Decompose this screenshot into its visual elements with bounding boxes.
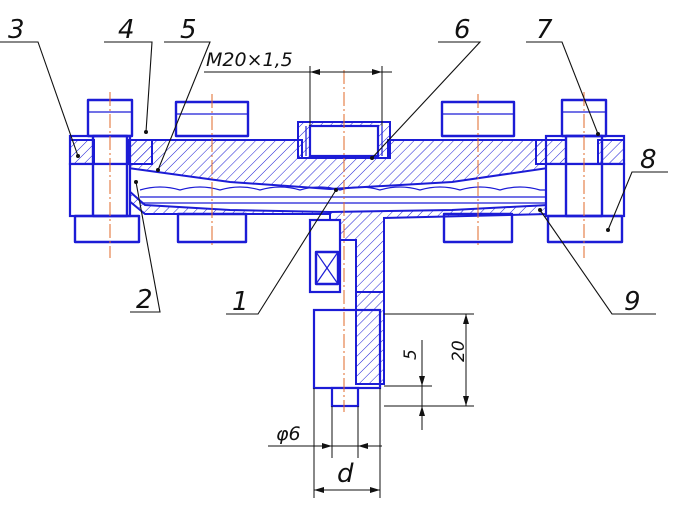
right-flange	[535, 134, 626, 218]
thread-label: M20×1,5	[206, 49, 293, 71]
callout-5: 5	[180, 15, 197, 45]
outlet-fitting	[308, 218, 385, 408]
callout-4: 4	[118, 15, 135, 45]
callout-3: 3	[8, 15, 25, 45]
callout-8: 8	[640, 145, 657, 175]
vertical-dimensions: 5 20	[384, 313, 474, 430]
thread-dimension: M20×1,5	[204, 49, 392, 126]
center-lines	[109, 70, 585, 412]
dim-5-label: 5	[401, 349, 421, 360]
callout-1: 1	[232, 287, 249, 317]
phi6-dimension: φ6	[268, 406, 382, 458]
top-threaded-port	[297, 121, 391, 159]
lower-body	[127, 187, 563, 293]
callout-9: 9	[624, 287, 641, 317]
dim-20-label: 20	[449, 340, 469, 362]
d-label: d	[337, 459, 354, 489]
leader-lines	[0, 41, 668, 315]
callout-6: 6	[454, 15, 471, 45]
d-dimension: d	[313, 388, 381, 498]
phi6-label: φ6	[276, 423, 301, 445]
callout-7: 7	[536, 15, 553, 45]
diaphragm	[139, 186, 556, 204]
callout-2: 2	[136, 285, 153, 315]
callout-labels: 3 4 5 6 7 8 2 1 9	[8, 15, 657, 317]
